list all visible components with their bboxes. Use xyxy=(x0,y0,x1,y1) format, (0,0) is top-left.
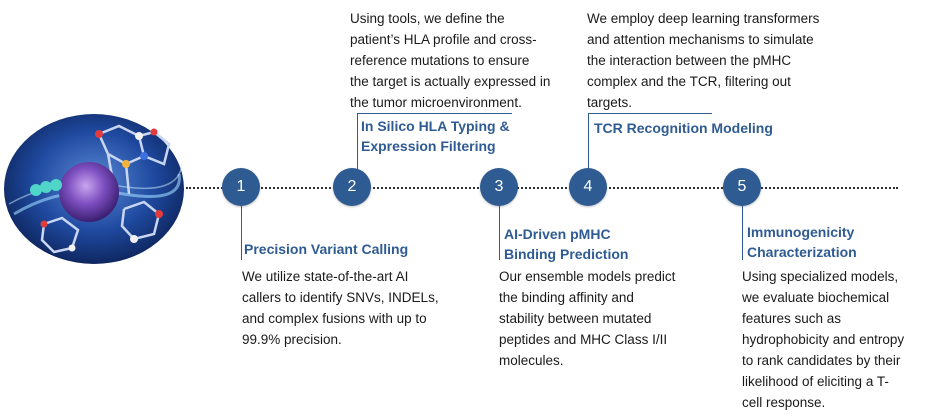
step-1-node: 1 xyxy=(222,168,260,206)
timeline-line xyxy=(186,187,898,189)
step-4-description: We employ deep learning transformers and… xyxy=(587,11,820,110)
step-3-description: Our ensemble models predict the binding … xyxy=(499,269,676,368)
molecular-illustration xyxy=(4,114,184,264)
connector-line-1 xyxy=(241,205,242,260)
step-5-title: Immunogenicity Characterization xyxy=(747,224,857,260)
connector-hline-4 xyxy=(588,113,712,114)
connector-line-5 xyxy=(742,205,743,260)
step-1-description: We utilize state-of-the-art AI callers t… xyxy=(242,269,439,347)
step-3-title: AI-Driven pMHC Binding Prediction xyxy=(504,226,629,262)
step-2-title: In Silico HLA Typing & Expression Filter… xyxy=(361,118,510,154)
step-4-node: 4 xyxy=(569,168,607,206)
step-5-node: 5 xyxy=(723,168,761,206)
connector-line-4 xyxy=(588,113,589,169)
connector-line-2 xyxy=(357,113,358,169)
connector-line-3 xyxy=(499,205,500,260)
step-4-title: TCR Recognition Modeling xyxy=(594,120,773,136)
particle-chain xyxy=(30,179,62,196)
step-2-description: Using tools, we define the patient’s HLA… xyxy=(350,11,551,110)
cell-sphere xyxy=(59,162,119,222)
step-1-title: Precision Variant Calling xyxy=(244,241,409,257)
step-2-node: 2 xyxy=(333,168,371,206)
step-3-node: 3 xyxy=(480,168,518,206)
step-5-description: Using specialized models, we evaluate bi… xyxy=(742,269,905,410)
atom-spheres xyxy=(40,128,163,252)
connector-hline-2 xyxy=(357,113,512,114)
